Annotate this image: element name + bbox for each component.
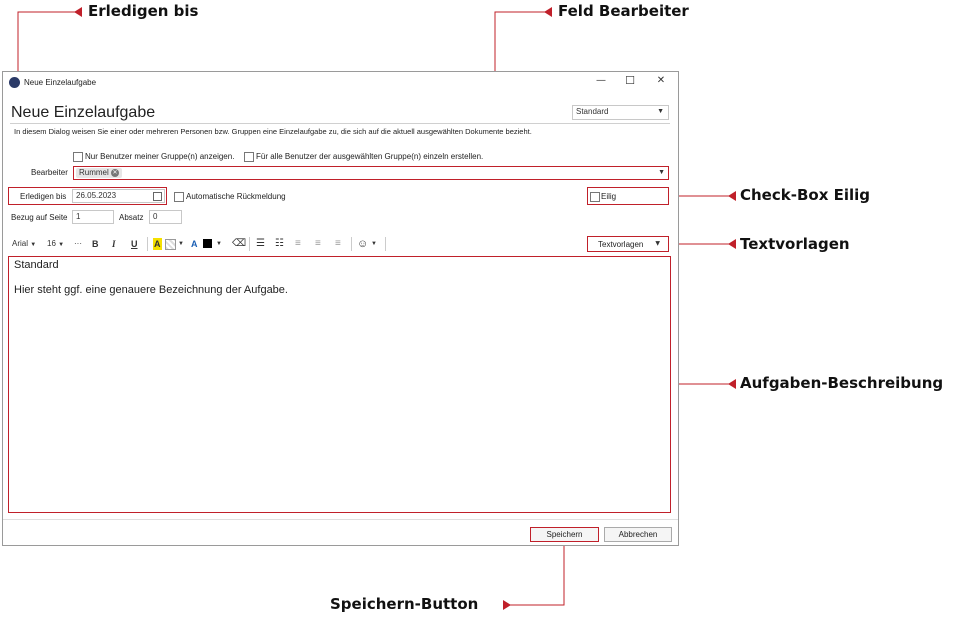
font-color-swatch[interactable] xyxy=(203,239,212,248)
arrow-eilig xyxy=(728,191,736,201)
underline-button[interactable]: U xyxy=(131,239,138,249)
cancel-button[interactable]: Abbrechen xyxy=(604,527,672,542)
checkbox-all-users[interactable] xyxy=(244,152,254,162)
emoji-chevron-icon[interactable]: ▼ xyxy=(371,241,377,247)
template-select[interactable]: Standard ▼ xyxy=(572,105,669,120)
numbered-list-icon[interactable]: ☷ xyxy=(275,238,284,249)
erledigen-date-value: 26.05.2023 xyxy=(76,191,117,200)
save-button[interactable]: Speichern xyxy=(530,527,599,542)
auto-rueckmeldung-label: Automatische Rückmeldung xyxy=(186,192,286,201)
absatz-input[interactable]: 0 xyxy=(149,210,182,224)
bezug-input[interactable]: 1 xyxy=(72,210,114,224)
app-icon xyxy=(9,77,20,88)
font-color-button[interactable]: A xyxy=(191,239,198,249)
eilig-label: Eilig xyxy=(601,192,617,201)
close-button[interactable]: ✕ xyxy=(656,75,666,86)
editor-area[interactable]: Standard Hier steht ggf. eine genauere B… xyxy=(8,256,671,513)
checkbox-all-users-label: Für alle Benutzer der ausgewählten Grupp… xyxy=(256,152,484,161)
eraser-icon[interactable]: ⌫ xyxy=(232,238,247,249)
checkbox-eilig[interactable] xyxy=(590,192,600,202)
bearbeiter-field[interactable]: Rummel ✕ ▼ xyxy=(73,166,669,180)
toolbar-divider xyxy=(147,237,148,251)
window-title: Neue Einzelaufgabe xyxy=(24,78,97,87)
size-chevron-icon: ▼ xyxy=(58,242,65,248)
erledigen-highlight xyxy=(8,187,167,205)
toolbar-divider-3 xyxy=(351,237,352,251)
eilig-highlight xyxy=(587,187,669,205)
minimize-button[interactable]: — xyxy=(596,75,606,86)
background-color-icon[interactable] xyxy=(165,239,176,250)
arrow-bearbeiter xyxy=(544,7,552,17)
checkbox-auto-rueckmeldung[interactable] xyxy=(174,192,184,202)
arrow-aufgaben xyxy=(728,379,736,389)
callout-aufgaben-beschreibung: Aufgaben-Beschreibung xyxy=(740,374,944,392)
bullet-list-icon[interactable]: ☰ xyxy=(256,238,265,249)
erledigen-label: Erledigen bis xyxy=(20,192,67,201)
toolbar-divider-2 xyxy=(249,237,250,251)
erledigen-date-input[interactable]: 26.05.2023 xyxy=(72,189,165,203)
bg-chevron-icon[interactable]: ▼ xyxy=(178,241,184,247)
color-chevron-icon[interactable]: ▼ xyxy=(216,241,222,247)
italic-button[interactable]: I xyxy=(112,239,116,249)
bearbeiter-tag-label: Rummel xyxy=(79,168,109,177)
editor-line-1: Standard xyxy=(14,259,59,271)
align-right-icon[interactable]: ≡ xyxy=(335,238,341,249)
textvorlagen-label: Textvorlagen xyxy=(598,240,644,249)
absatz-label: Absatz xyxy=(119,213,144,222)
more-button[interactable]: ··· xyxy=(74,239,82,248)
bearbeiter-label: Bearbeiter xyxy=(31,168,68,177)
emoji-icon[interactable]: ☺ xyxy=(357,238,369,250)
arrow-speichern xyxy=(503,600,511,610)
heading-divider xyxy=(10,123,670,124)
font-size-select[interactable]: 16 ▼ xyxy=(47,238,64,251)
font-size-value: 16 xyxy=(47,239,56,248)
chevron-down-icon: ▼ xyxy=(657,108,664,115)
checkbox-own-group-label: Nur Benutzer meiner Gruppe(n) anzeigen. xyxy=(85,152,235,161)
align-center-icon[interactable]: ≡ xyxy=(315,238,321,249)
align-left-icon[interactable]: ≡ xyxy=(295,238,301,249)
bearbeiter-tag[interactable]: Rummel ✕ xyxy=(76,168,123,178)
dialog-heading: Neue Einzelaufgabe xyxy=(11,104,156,121)
editor-line-2: Hier steht ggf. eine genauere Bezeichnun… xyxy=(14,284,288,296)
bold-button[interactable]: B xyxy=(92,239,99,249)
bezug-label: Bezug auf Seite xyxy=(11,213,68,222)
bearbeiter-chevron-icon: ▼ xyxy=(658,169,665,176)
dialog-description: In diesem Dialog weisen Sie einer oder m… xyxy=(14,127,532,136)
template-select-value: Standard xyxy=(576,107,609,116)
callout-textvorlagen: Textvorlagen xyxy=(740,235,850,253)
callout-erledigen-bis: Erledigen bis xyxy=(88,2,199,20)
arrow-textvorlagen xyxy=(728,239,736,249)
highlight-color-button[interactable]: A xyxy=(153,238,162,250)
font-family-select[interactable]: Arial ▼ xyxy=(12,238,36,251)
maximize-button[interactable]: ☐ xyxy=(625,74,635,87)
textvorlagen-chevron-icon: ▼ xyxy=(655,240,660,247)
callout-checkbox-eilig: Check-Box Eilig xyxy=(740,186,870,204)
callout-speichern-button: Speichern-Button xyxy=(330,595,479,613)
footer-divider xyxy=(3,519,678,520)
arrow-erledigen xyxy=(74,7,82,17)
remove-tag-icon[interactable]: ✕ xyxy=(111,168,120,177)
textvorlagen-button[interactable]: Textvorlagen ▼ xyxy=(587,236,669,252)
checkbox-own-group[interactable] xyxy=(73,152,83,162)
font-family-value: Arial xyxy=(12,239,29,248)
font-chevron-icon: ▼ xyxy=(30,242,37,248)
calendar-icon[interactable] xyxy=(153,192,162,201)
toolbar-divider-4 xyxy=(385,237,386,251)
callout-feld-bearbeiter: Feld Bearbeiter xyxy=(558,2,689,20)
